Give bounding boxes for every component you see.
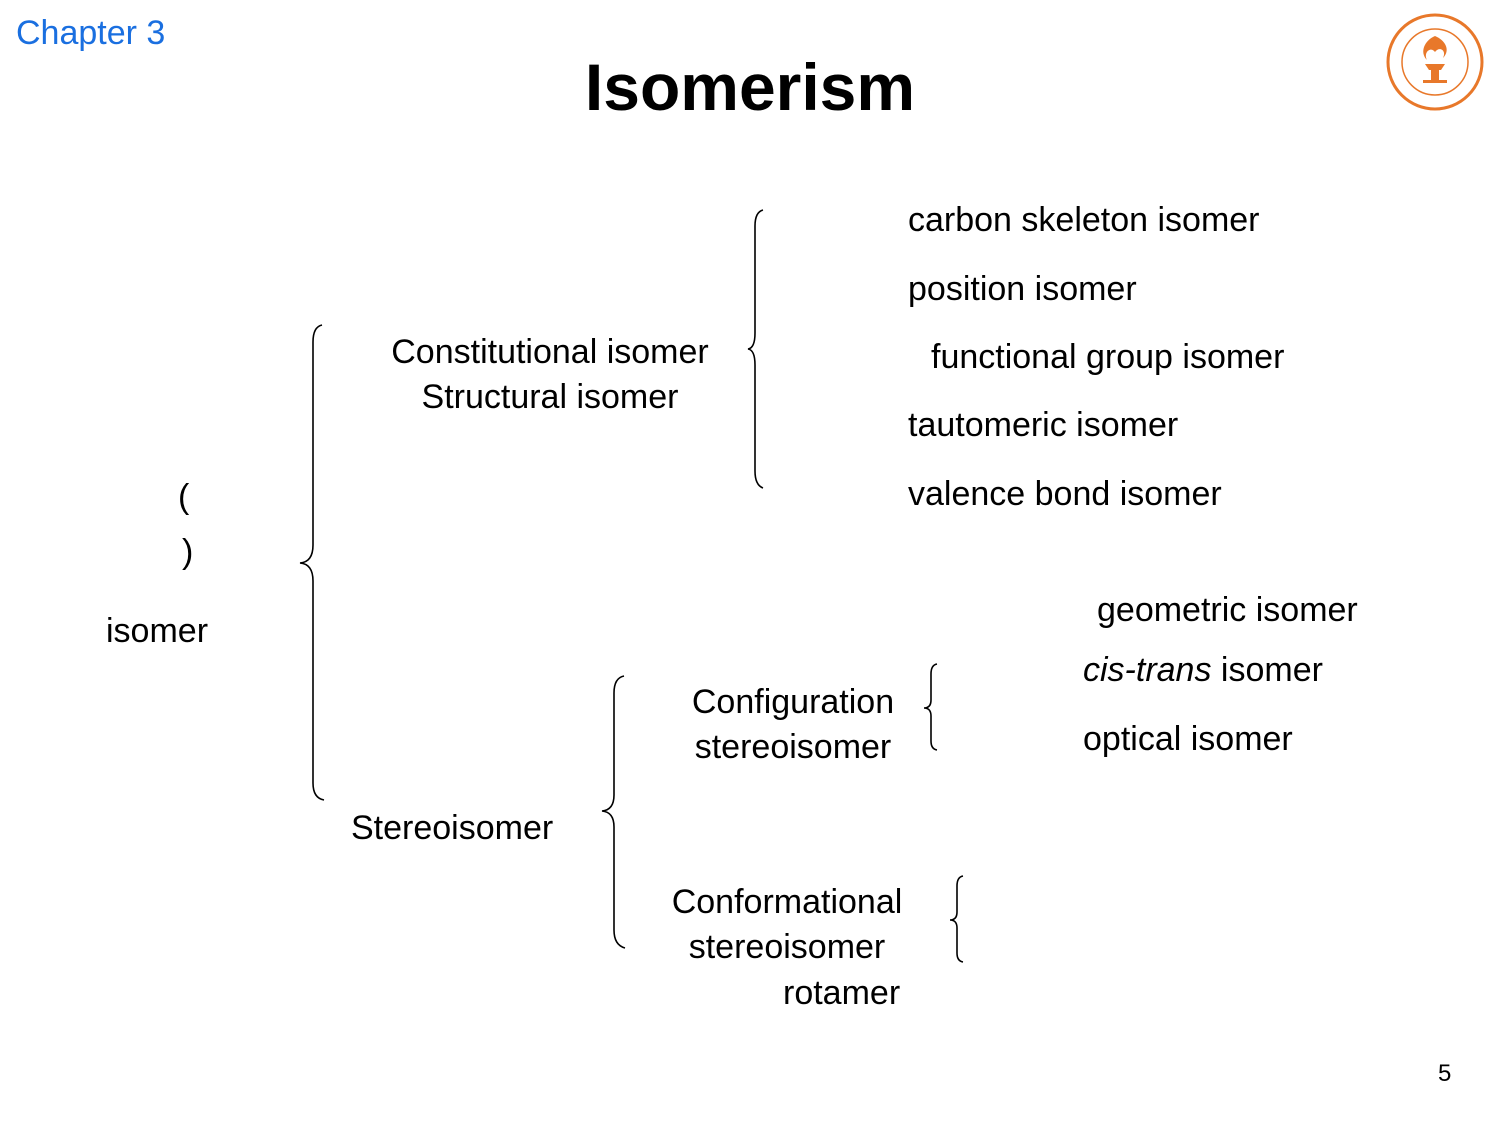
conformational-line3: rotamer xyxy=(783,974,901,1012)
root-isomer-label: isomer xyxy=(106,612,209,650)
brace-constitutional xyxy=(747,209,764,489)
type-carbon-skeleton: carbon skeleton isomer xyxy=(908,201,1260,239)
brace-conformational xyxy=(949,875,964,963)
brace-stereoisomer xyxy=(601,675,626,949)
university-seal-icon xyxy=(1386,13,1484,111)
slide-title: Isomerism xyxy=(584,50,916,124)
root-close-paren: ) xyxy=(182,533,194,571)
constitutional-line1: Constitutional isomer xyxy=(391,333,709,371)
type-functional-group: functional group isomer xyxy=(931,338,1285,376)
page-number: 5 xyxy=(1438,1060,1452,1087)
type-valence-bond: valence bond isomer xyxy=(908,475,1222,513)
brace-isomer xyxy=(299,324,325,801)
conformational-line1: Conformational xyxy=(671,883,903,921)
configuration-stereoisomer-node: Configuration stereoisomer xyxy=(663,680,923,770)
type-cis-trans: cis-trans isomer xyxy=(1083,653,1323,687)
cis-trans-rest: isomer xyxy=(1211,651,1323,689)
conformational-line2: stereoisomer xyxy=(688,928,886,966)
configuration-line2: stereoisomer xyxy=(694,728,892,766)
brace-configuration xyxy=(923,663,938,751)
configuration-line1: Configuration xyxy=(691,683,895,721)
type-position: position isomer xyxy=(908,270,1137,308)
constitutional-line2: Structural isomer xyxy=(421,378,679,416)
conformational-stereoisomer-node: Conformational stereoisomer xyxy=(647,880,927,970)
type-tautomeric: tautomeric isomer xyxy=(908,406,1179,444)
constitutional-isomer-node: Constitutional isomer Structural isomer xyxy=(360,330,740,420)
root-open-paren: ( xyxy=(178,478,190,516)
type-geometric: geometric isomer xyxy=(1097,591,1358,629)
chapter-label: Chapter 3 xyxy=(16,14,166,52)
cis-trans-italic: cis-trans xyxy=(1083,651,1212,689)
type-optical: optical isomer xyxy=(1083,720,1293,758)
stereoisomer-label: Stereoisomer xyxy=(351,809,554,847)
